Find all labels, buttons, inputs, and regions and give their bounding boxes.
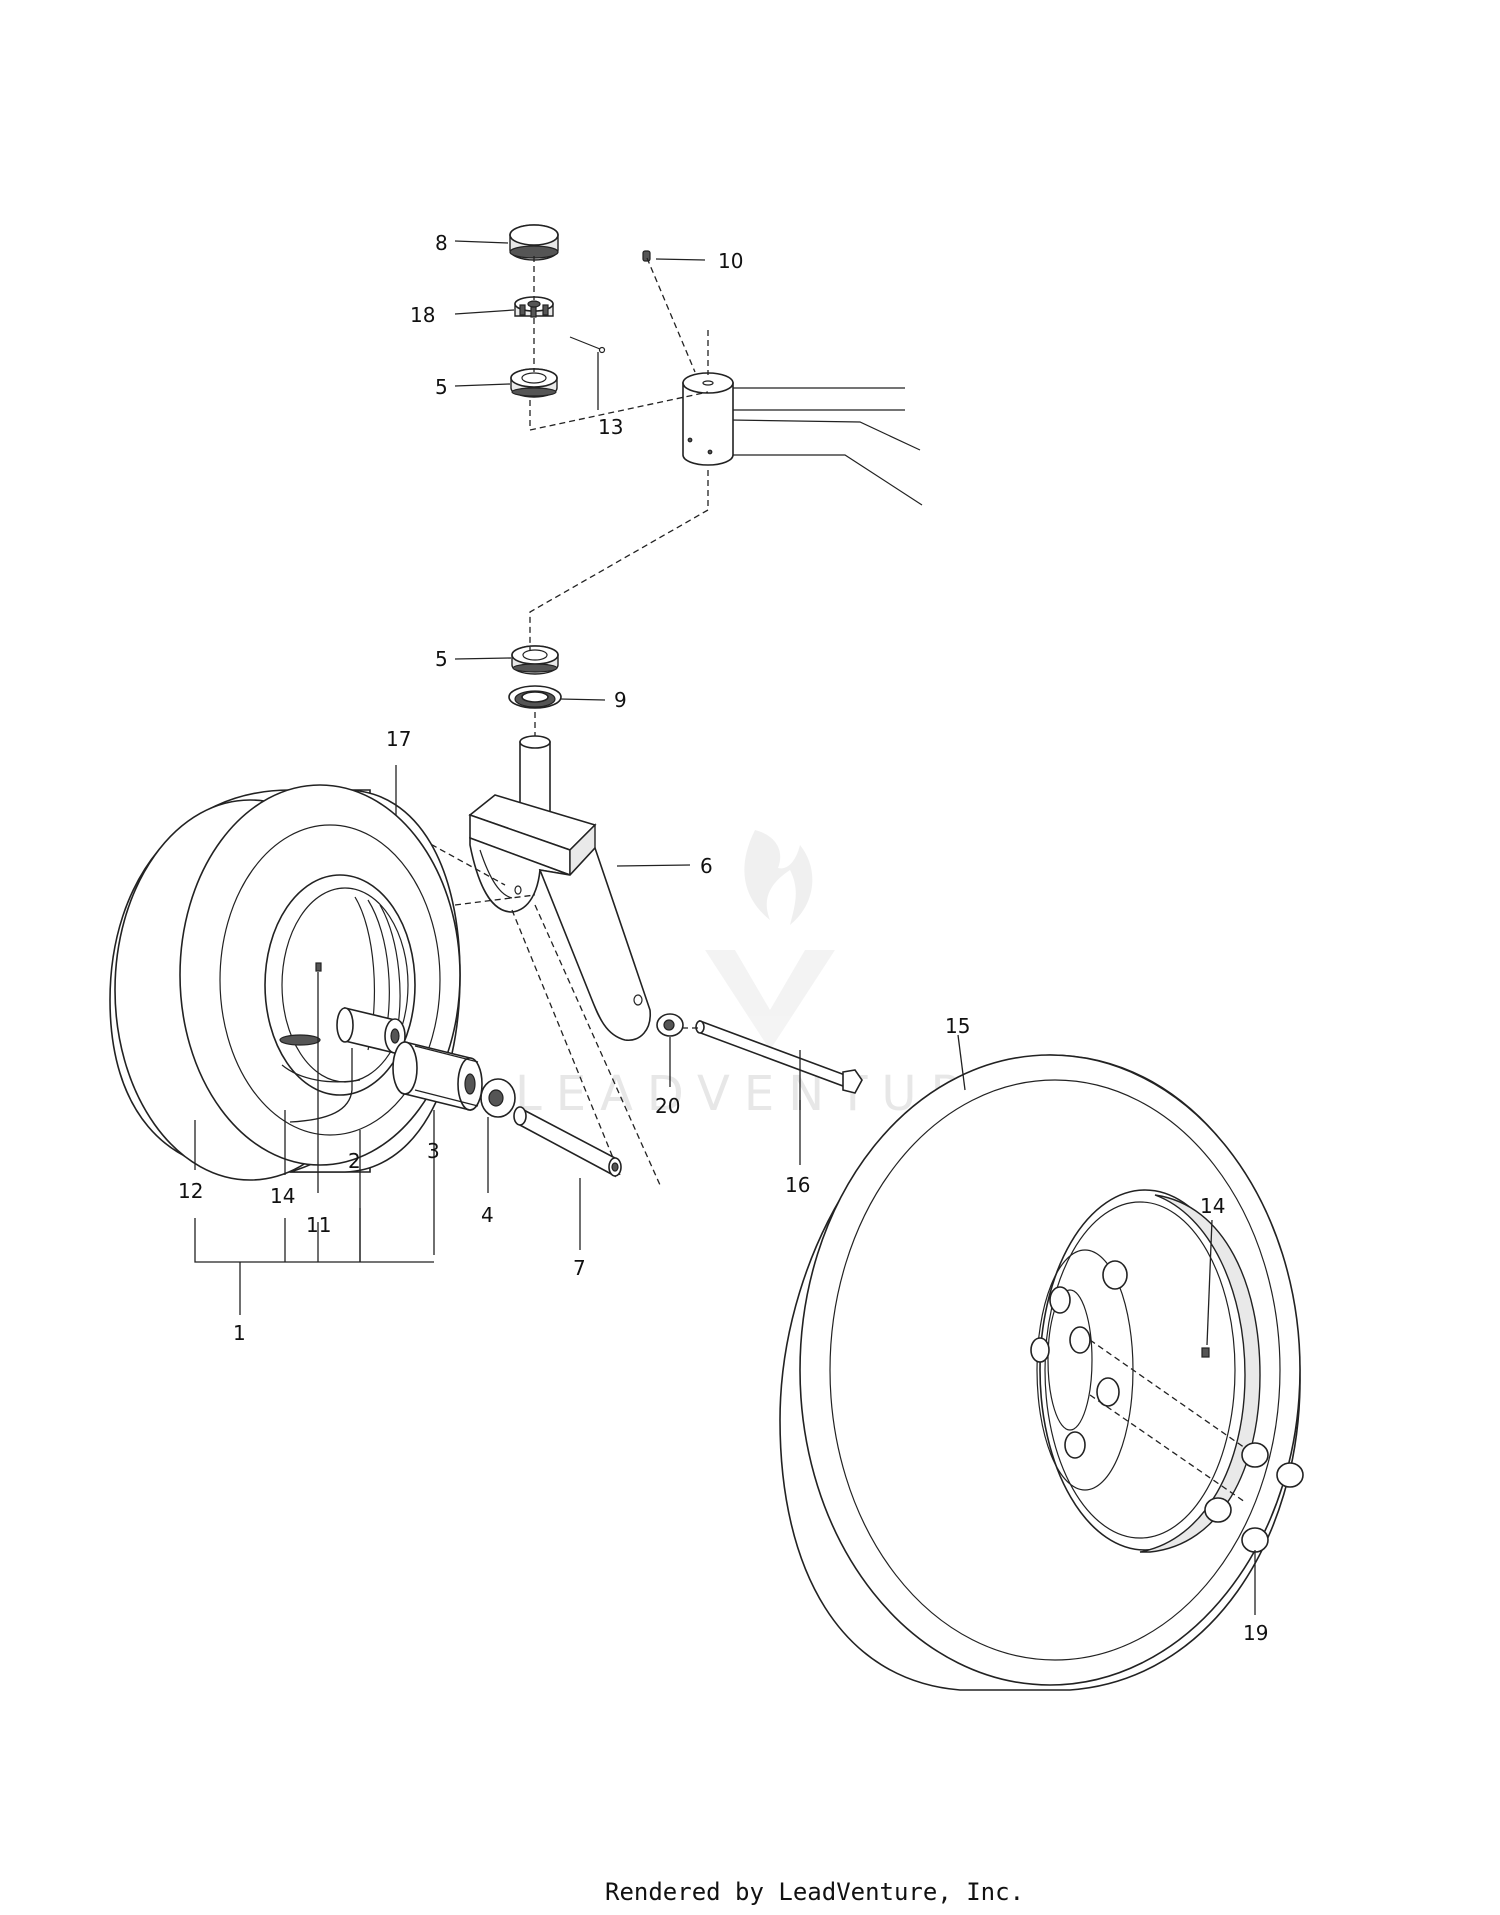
bearing-upper bbox=[510, 368, 558, 398]
callout-18: 18 bbox=[410, 303, 435, 327]
callout-8: 8 bbox=[435, 231, 448, 255]
callout-4: 4 bbox=[481, 1203, 494, 1227]
leadventure-watermark-logo bbox=[705, 830, 835, 1050]
caster-fork bbox=[468, 735, 651, 1041]
callout-labels: 8 10 18 5 13 5 9 17 6 15 20 12 14 2 3 11… bbox=[178, 231, 1268, 1645]
callout-10: 10 bbox=[718, 249, 743, 273]
callout-2: 2 bbox=[348, 1149, 361, 1173]
spacer-washer bbox=[656, 1013, 684, 1037]
callout-20: 20 bbox=[655, 1094, 680, 1118]
callout-15: 15 bbox=[945, 1014, 970, 1038]
thrust-washer bbox=[480, 1078, 516, 1118]
callout-7: 7 bbox=[573, 1256, 586, 1280]
spacer-tube bbox=[513, 1106, 622, 1178]
leader-lines bbox=[194, 240, 1256, 1615]
callout-5-upper: 5 bbox=[435, 375, 448, 399]
rear-drive-wheel bbox=[779, 1054, 1301, 1691]
footer-credit: Rendered by LeadVenture, Inc. bbox=[605, 1878, 1024, 1906]
seal bbox=[508, 685, 562, 709]
callout-16: 16 bbox=[785, 1173, 810, 1197]
grease-fitting bbox=[642, 250, 651, 262]
cotter-pin bbox=[569, 336, 606, 354]
callout-14-rear: 14 bbox=[1200, 1194, 1225, 1218]
axle-bolt bbox=[695, 1019, 863, 1094]
callout-5-lower: 5 bbox=[435, 647, 448, 671]
callout-14-front: 14 bbox=[270, 1184, 295, 1208]
roller-bearing bbox=[392, 1040, 483, 1112]
callout-11: 11 bbox=[306, 1213, 331, 1237]
callout-12: 12 bbox=[178, 1179, 203, 1203]
callout-3: 3 bbox=[427, 1139, 440, 1163]
dust-cap bbox=[509, 224, 559, 261]
callout-1: 1 bbox=[233, 1321, 246, 1345]
callout-19: 19 bbox=[1243, 1621, 1268, 1645]
callout-13: 13 bbox=[598, 415, 623, 439]
callout-17: 17 bbox=[386, 727, 411, 751]
callout-9: 9 bbox=[614, 688, 627, 712]
frame-tube bbox=[682, 372, 923, 506]
bearing-lower bbox=[511, 645, 559, 675]
callout-6: 6 bbox=[700, 854, 713, 878]
